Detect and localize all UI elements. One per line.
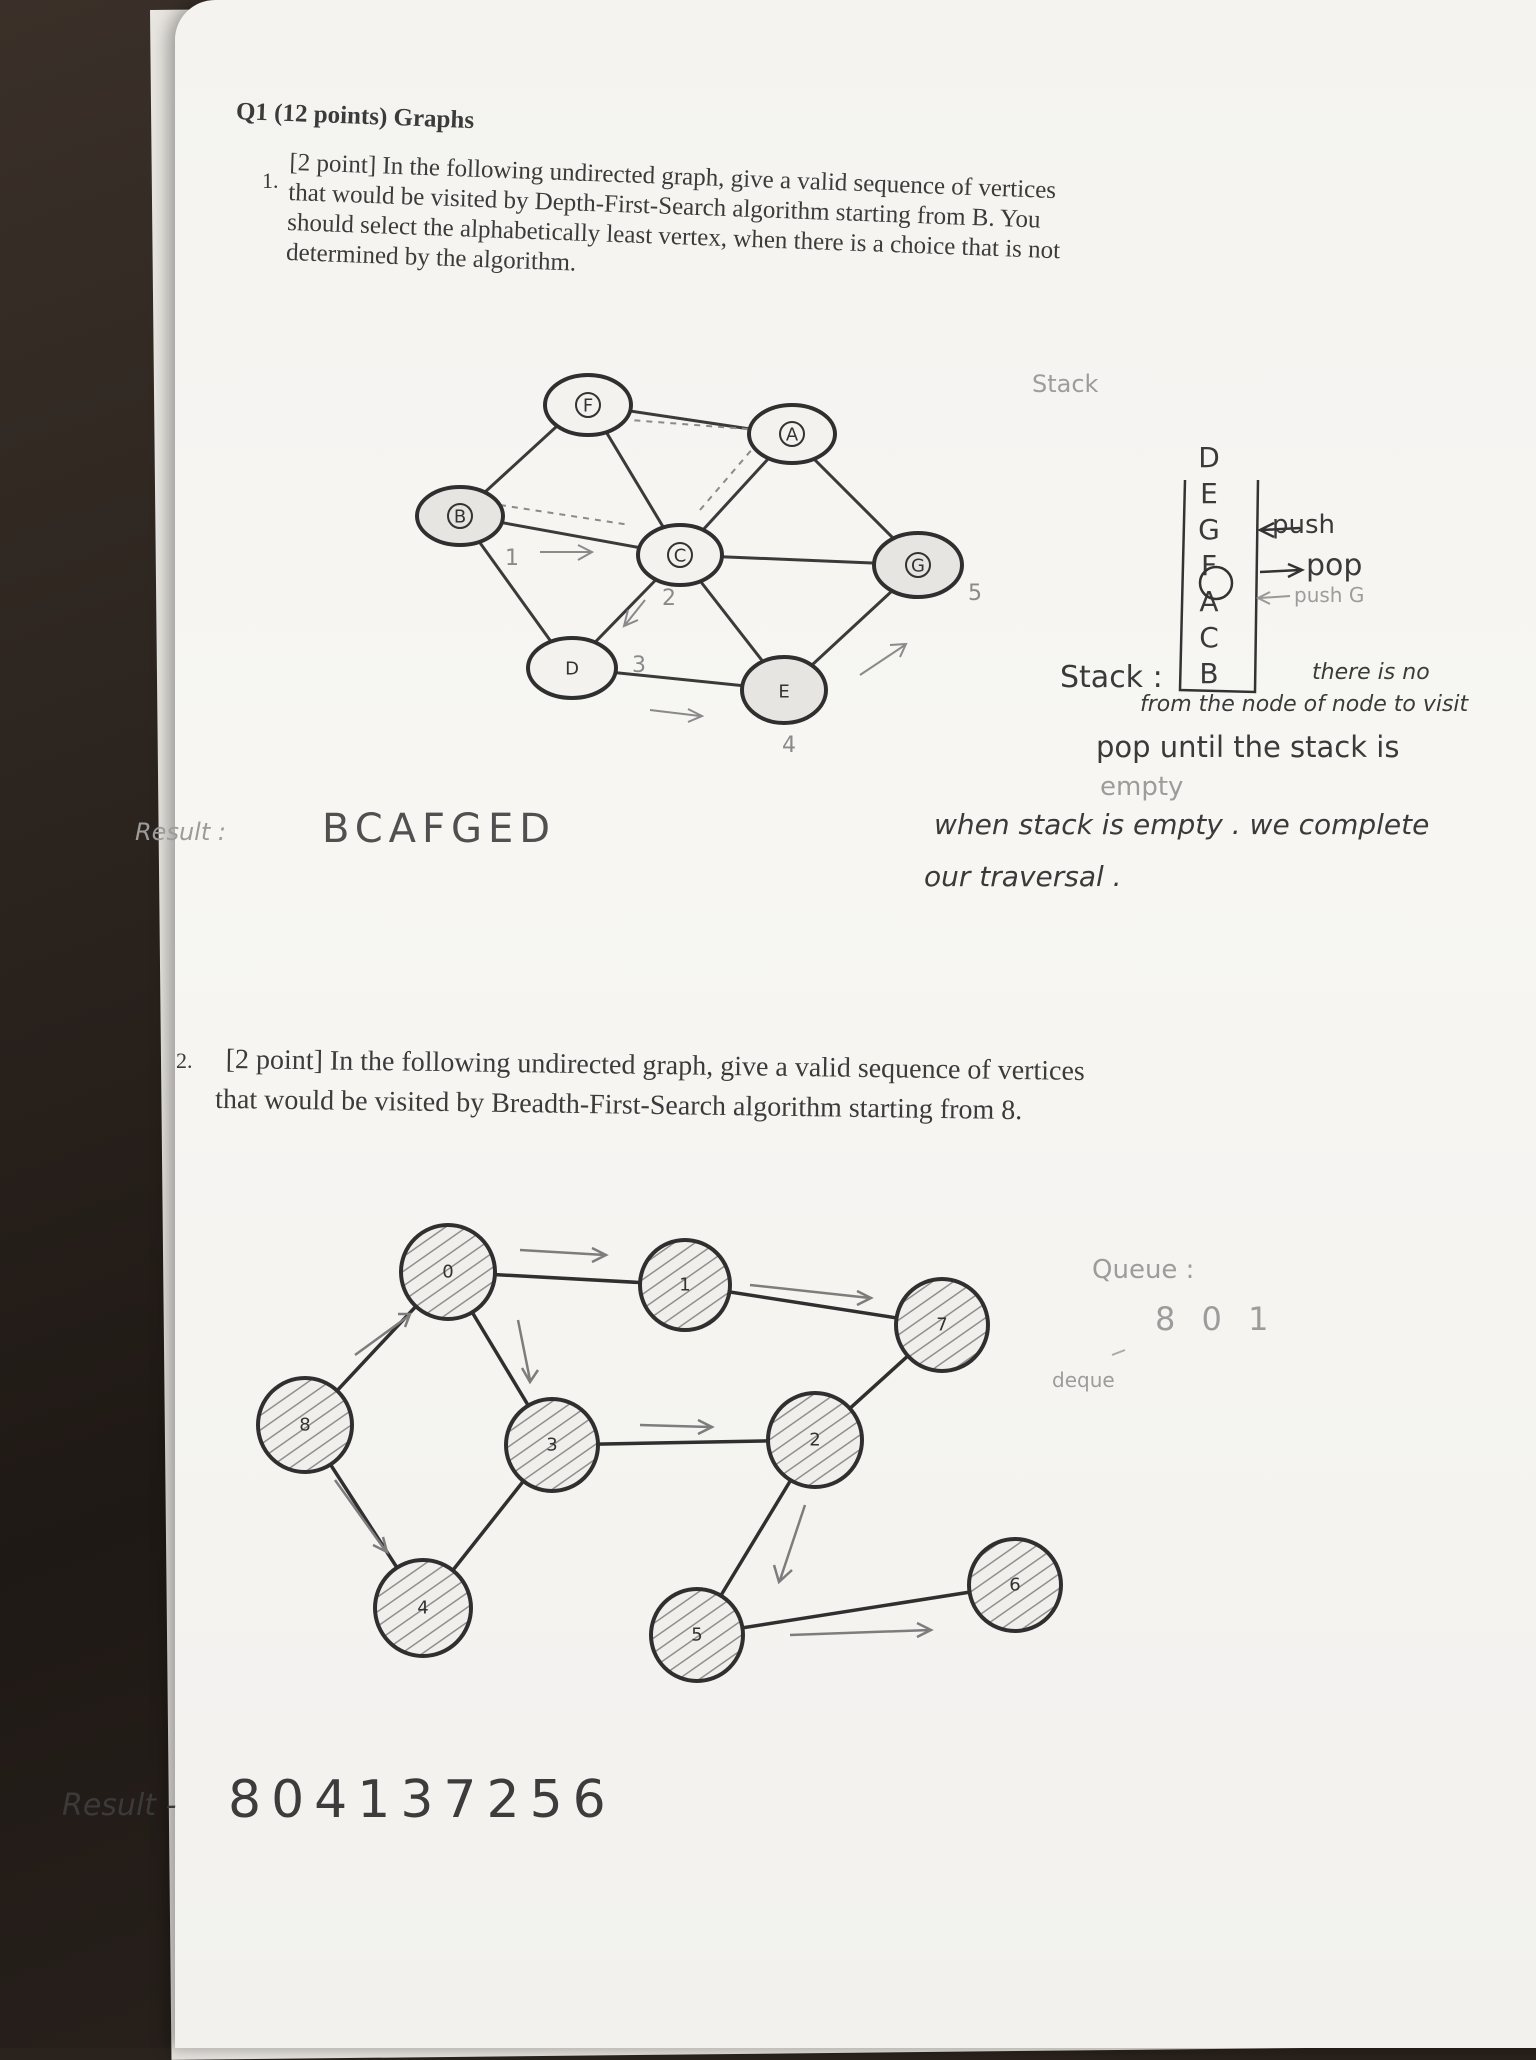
node-5: 5	[649, 1587, 745, 1683]
arrow-1	[540, 544, 595, 561]
stack-item-e: E	[1200, 477, 1218, 510]
push-g-arrow	[1255, 591, 1291, 605]
arrow-0-3	[516, 1319, 540, 1385]
arrow-2-5	[772, 1504, 807, 1585]
node-d-label: D	[565, 659, 579, 680]
node-5-label: 5	[691, 1625, 702, 1646]
note-our-traversal: our traversal .	[924, 860, 1122, 893]
node-3-label: 3	[546, 1435, 557, 1456]
node-d: D	[526, 636, 618, 700]
stack-item-g: G	[1198, 513, 1220, 546]
node-g-label: G	[911, 556, 925, 577]
node-c: C	[636, 523, 724, 587]
node-7: 7	[894, 1277, 990, 1373]
node-8: 8	[256, 1376, 354, 1474]
arrow-5-6	[789, 1621, 934, 1639]
edge-number-5: 5	[968, 581, 982, 606]
pop-arrow	[1259, 562, 1305, 579]
dfs-arrows	[540, 544, 908, 723]
node-8-label: 8	[299, 1415, 310, 1436]
stack-label: Stack :	[1060, 660, 1163, 695]
q1-result-label: Result :	[135, 818, 226, 846]
node-c-label: C	[674, 546, 687, 567]
node-1: 1	[638, 1238, 732, 1332]
node-0: 0	[399, 1223, 497, 1321]
queue-label: Queue :	[1092, 1255, 1195, 1285]
note-pop-until: pop until the stack is	[1096, 730, 1400, 764]
node-e: E	[740, 655, 828, 725]
note-there-is-no: there is no	[1312, 660, 1430, 685]
node-a-label: A	[786, 425, 799, 446]
node-0-label: 0	[442, 1262, 453, 1283]
arrow-1-7	[749, 1283, 874, 1307]
push-arrow	[1257, 521, 1301, 539]
note-when-stack-empty: when stack is empty . we complete	[934, 808, 1430, 841]
edge-number-4: 4	[782, 733, 796, 758]
dfs-nodes: F A B C G D E	[415, 373, 964, 725]
edge-number-3: 3	[632, 653, 646, 678]
arrow-8-0	[354, 1312, 412, 1357]
q2-result-value: 804137256	[228, 1770, 616, 1830]
stack-item-d: D	[1198, 441, 1220, 474]
node-7-label: 7	[936, 1315, 947, 1336]
deque-label: deque	[1052, 1368, 1115, 1392]
dashed-b-c	[499, 504, 631, 526]
stack-column: D E G F A C B	[1190, 440, 1228, 692]
node-a: A	[747, 403, 837, 465]
deque-tick	[1111, 1349, 1126, 1356]
bfs-arrows	[333, 1246, 934, 1639]
node-2: 2	[766, 1391, 864, 1489]
q2-number: 2.	[176, 1048, 193, 1073]
dfs-edge-numbers: 1 2 3 4 5	[505, 546, 982, 758]
node-3: 3	[504, 1397, 600, 1493]
push-g-note: push G	[1294, 583, 1365, 607]
node-e-label: E	[778, 682, 789, 703]
arrow-8-4	[333, 1479, 389, 1555]
edge-number-2: 2	[662, 586, 676, 611]
arrow-2	[622, 599, 646, 628]
note-from-the-node: from the node of node to visit	[1140, 692, 1469, 717]
arrow-3-2	[639, 1418, 715, 1436]
edge-5-6	[696, 1583, 1016, 1637]
node-f-label: F	[583, 396, 593, 417]
node-4: 4	[373, 1558, 473, 1658]
exam-page	[175, 0, 1536, 2048]
edge-number-1: 1	[505, 546, 519, 571]
node-2-label: 2	[809, 1430, 820, 1451]
stack-f-circle	[1198, 565, 1234, 601]
node-b: B	[415, 485, 505, 547]
node-b-label: B	[454, 507, 466, 528]
node-6: 6	[967, 1537, 1063, 1633]
q2-result-label: Result -	[62, 1788, 177, 1823]
node-1-label: 1	[679, 1275, 690, 1296]
pop-note: pop	[1306, 548, 1363, 583]
stack-box-outline	[1178, 479, 1260, 694]
dashed-a-f	[629, 419, 761, 431]
stack-item-c: C	[1199, 621, 1219, 654]
queue-value: 8 0 1	[1155, 1300, 1277, 1338]
stack-item-b: B	[1199, 657, 1219, 690]
node-6-label: 6	[1009, 1575, 1020, 1596]
node-g: G	[872, 531, 964, 599]
stack-item-f: F	[1200, 549, 1218, 582]
dfs-pencil-marks	[499, 419, 761, 526]
node-f: F	[543, 373, 633, 437]
push-note: push	[1272, 510, 1336, 540]
arrow-4	[859, 642, 908, 676]
arrow-0-1	[519, 1246, 609, 1264]
q1-number: 1.	[262, 168, 279, 193]
bfs-nodes: 0 1 7 8 3 2 4 5	[256, 1223, 1063, 1683]
dashed-c-a	[699, 439, 761, 511]
q1-result-value: BCAFGED	[322, 806, 557, 852]
note-empty: empty	[1100, 772, 1184, 802]
node-4-label: 4	[417, 1598, 428, 1619]
arrow-3	[649, 708, 705, 723]
stack-top-label: Stack	[1032, 370, 1099, 398]
